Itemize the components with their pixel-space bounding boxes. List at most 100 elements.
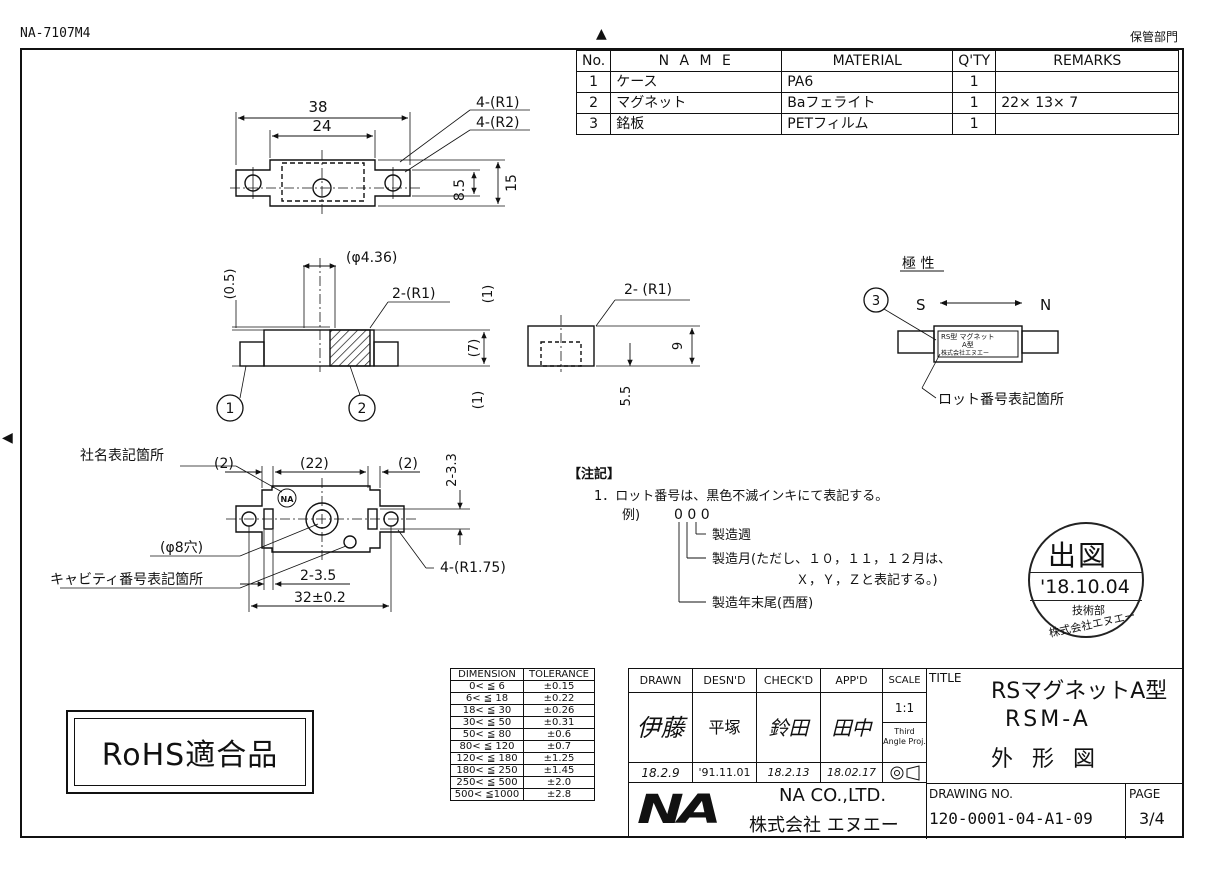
dim-front-1-top: (1): [481, 285, 496, 303]
tolerance-value: ±0.31: [523, 716, 595, 729]
parts-header-name: N A M E: [610, 50, 783, 72]
tolerance-value: ±0.26: [523, 704, 595, 717]
nameplate-line1: RS型 マグネット: [941, 332, 995, 341]
note-lot-digits: 0 0 0: [674, 507, 710, 523]
dim-bottom-32: 32±0.2: [294, 590, 346, 606]
tolerance-range: 80< ≦ 120: [450, 740, 524, 753]
balloon-1: 1: [226, 401, 235, 417]
tb-scale-value: 1:1: [883, 693, 927, 723]
tb-approved-signature: 田中: [821, 693, 883, 763]
dim-side-5-5: 5.5: [619, 386, 634, 407]
dim-front-1-bottom: (1): [471, 391, 486, 409]
tb-projection-symbol: [883, 763, 927, 783]
tolerance-row: 18< ≦ 30±0.26: [450, 704, 595, 717]
release-stamp: 出図 '18.10.04 技術部 株式会社エヌエー: [1028, 522, 1144, 640]
nameplate-line2: A型: [962, 340, 974, 349]
dim-height-15: 15: [504, 174, 520, 192]
tb-page-label: PAGE: [1129, 787, 1161, 801]
dim-gap-0-5: (0.5): [223, 269, 238, 300]
tolerance-value: ±0.6: [523, 728, 595, 741]
tb-checked-label: CHECK'D: [757, 669, 821, 693]
part-material: Baフェライト: [781, 92, 954, 114]
tb-drawn-date: 18.2.9: [629, 763, 693, 783]
polarity-title: 極 性: [902, 256, 934, 272]
tolerance-row: 80< ≦ 120±0.7: [450, 740, 595, 753]
tb-drawn-signature: 伊藤: [629, 693, 693, 763]
note-line-1: 1．ロット番号は、黒色不滅インキにて表記する。: [594, 488, 888, 504]
lot-location-label: ロット番号表記箇所: [938, 391, 1064, 408]
notes-leaders: [678, 522, 706, 603]
tolerance-range: 500< ≦1000: [450, 788, 524, 801]
tolerance-range: 30< ≦ 50: [450, 716, 524, 729]
tolerance-value: ±2.0: [523, 776, 595, 789]
projection-symbol-icon: [890, 765, 920, 781]
rohs-compliance-box: RoHS適合品: [66, 710, 314, 794]
dim-radius-side: 2- (R1): [624, 282, 672, 298]
tb-title-line1: RSマグネットA型: [991, 679, 1168, 704]
tolerance-row: 120< ≦ 180±1.25: [450, 752, 595, 765]
tb-projection: Third Angle Proj.: [883, 723, 927, 763]
parts-table: No. N A M E MATERIAL Q'TY REMARKS 1 ケース …: [575, 50, 1180, 135]
custody-label: 保管部門: [1130, 30, 1179, 44]
tb-company-cell: NA NA CO.,LTD. 株式会社 エヌエー: [629, 783, 927, 839]
dim-inner-length: 24: [312, 117, 331, 135]
tb-drawing-no-label: DRAWING NO.: [929, 787, 1013, 801]
stamp-dept: 技術部: [1072, 604, 1105, 617]
tb-scale-label: SCALE: [883, 669, 927, 693]
tb-designed-date: '91.11.01: [693, 763, 757, 783]
side-view: [527, 299, 700, 372]
note-year: 製造年末尾(西暦): [712, 596, 813, 611]
tolerance-header-dimension: DIMENSION: [450, 668, 524, 681]
note-week: 製造週: [712, 528, 751, 543]
tolerance-range: 120< ≦ 180: [450, 752, 524, 765]
tolerance-row: 6< ≦ 18±0.22: [450, 692, 595, 705]
part-qty: 1: [952, 113, 997, 135]
parts-row: 1 ケース PA6 1: [575, 71, 1180, 93]
drawing-frame: [20, 48, 1184, 838]
note-example-label: 例): [622, 508, 640, 523]
dim-bottom-2-left: (2): [214, 456, 234, 472]
tolerance-value: ±0.15: [523, 680, 595, 693]
rohs-label: RoHS適合品: [74, 718, 306, 786]
tolerance-range: 0< ≦ 6: [450, 680, 524, 693]
part-name: マグネット: [610, 92, 783, 114]
note-month-2: Ｘ，Ｙ，Ｚと表記する。): [796, 572, 938, 588]
tolerance-row: 30< ≦ 50±0.31: [450, 716, 595, 729]
tb-title-line2: RSM-A: [1005, 707, 1091, 732]
center-marker-left: ◀: [2, 430, 13, 446]
doc-code: NA-7107M4: [20, 26, 91, 41]
dim-height-8-5: 8.5: [452, 179, 468, 201]
center-marker-top: ▲: [596, 26, 607, 42]
polarity-n: N: [1040, 296, 1051, 314]
balloon-2: 2: [358, 401, 367, 417]
tolerance-header-row: DIMENSION TOLERANCE: [450, 668, 595, 681]
dim-overall-length: 38: [308, 98, 327, 116]
polarity-s: S: [916, 296, 926, 314]
tolerance-row: 50< ≦ 80±0.6: [450, 728, 595, 741]
dim-bottom-22: (22): [300, 456, 329, 472]
company-name-jp: 株式会社 エヌエー: [749, 815, 899, 836]
note-month: 製造月(ただし、１０，１１，１２月は、: [712, 552, 951, 567]
dim-radius-r1: 4-(R1): [476, 95, 520, 111]
dim-bottom-2-3-3: 2-3.3: [445, 453, 460, 487]
parts-row: 2 マグネット Baフェライト 1 22× 13× 7: [575, 92, 1180, 114]
company-name-en: NA CO.,LTD.: [779, 785, 887, 806]
tb-checked-signature: 鈴田: [757, 693, 821, 763]
bottom-view: [60, 465, 470, 612]
tb-approved-label: APP'D: [821, 669, 883, 693]
dim-bottom-2-3-5: 2-3.5: [300, 568, 336, 584]
tolerance-range: 18< ≦ 30: [450, 704, 524, 717]
tolerance-row: 500< ≦1000±2.8: [450, 788, 595, 801]
tolerance-row: 180< ≦ 250±1.45: [450, 764, 595, 777]
title-block: DRAWN DESN'D CHECK'D APP'D SCALE 伊藤 平塚 鈴…: [628, 668, 1184, 839]
company-mark-location-label: 社名表記箇所: [80, 447, 164, 464]
tolerance-range: 250< ≦ 500: [450, 776, 524, 789]
company-logo: NA: [637, 787, 722, 833]
nameplate-line3: 株式会社エヌエー: [941, 349, 989, 357]
tolerance-header-tolerance: TOLERANCE: [523, 668, 595, 681]
tb-designed-label: DESN'D: [693, 669, 757, 693]
part-no: 3: [575, 113, 612, 135]
parts-row: 3 銘板 PETフィルム 1: [575, 113, 1180, 135]
tolerance-row: 0< ≦ 6±0.15: [450, 680, 595, 693]
stamp-date: '18.10.04: [1040, 576, 1130, 598]
